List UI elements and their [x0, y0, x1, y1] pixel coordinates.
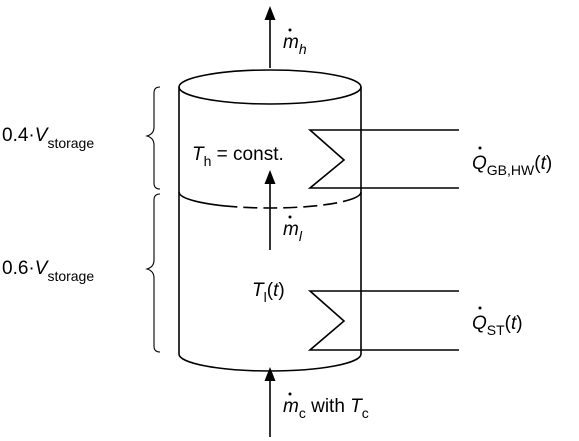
time-derivative-dot	[288, 215, 292, 219]
label-upper-volume-fraction: 0.4·Vstorage	[2, 125, 94, 151]
brace-upper-volume	[145, 86, 161, 190]
interlayer-arrow	[264, 170, 276, 250]
label-mass-flow-layer: ml	[283, 215, 303, 244]
heat-exchanger-solar-thermal	[307, 290, 459, 351]
svg-text:0.6·Vstorage: 0.6·Vstorage	[2, 258, 94, 284]
svg-text:Tl(t): Tl(t)	[252, 280, 285, 305]
svg-text:ml: ml	[283, 219, 303, 244]
svg-text:QST(t): QST(t)	[472, 313, 523, 338]
label-mass-flow-cold: mc with Tc	[283, 392, 369, 421]
label-temperature-lower: Tl(t)	[252, 280, 285, 305]
time-derivative-dot	[478, 146, 482, 150]
svg-text:mc with Tc: mc with Tc	[283, 396, 369, 421]
brace-lower-volume	[145, 193, 161, 353]
svg-text:0.4·Vstorage: 0.4·Vstorage	[2, 125, 94, 151]
heat-exchanger-gas-boiler	[307, 129, 459, 189]
svg-text:mh: mh	[283, 32, 307, 57]
tank-top-ellipse	[178, 69, 362, 105]
time-derivative-dot	[478, 306, 482, 310]
outlet-arrow	[264, 6, 276, 68]
inlet-arrow	[264, 367, 276, 437]
label-mass-flow-hot: mh	[283, 28, 307, 57]
svg-text:QGB,HW(t): QGB,HW(t)	[472, 153, 552, 178]
svg-text:Th = const.: Th = const.	[192, 144, 284, 169]
storage-tank	[178, 69, 362, 372]
time-derivative-dot	[288, 392, 292, 396]
label-heat-gas-boiler: QGB,HW(t)	[472, 146, 552, 178]
label-heat-solar-thermal: QST(t)	[472, 306, 523, 338]
label-lower-volume-fraction: 0.6·Vstorage	[2, 258, 94, 284]
label-temperature-hot: Th = const.	[192, 144, 284, 169]
time-derivative-dot	[288, 28, 292, 32]
